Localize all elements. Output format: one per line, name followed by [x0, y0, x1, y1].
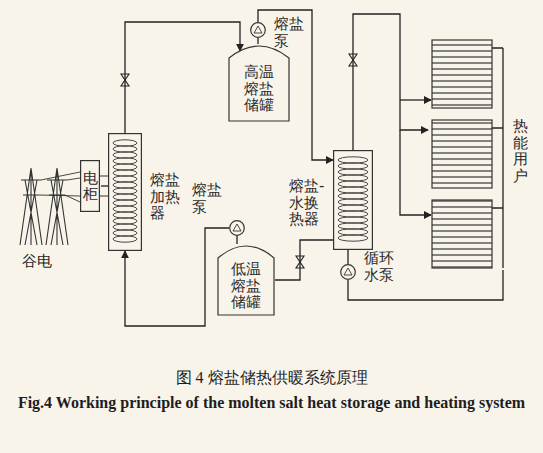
- pipe-connector: [125, 22, 240, 133]
- user-group: 热能用户: [428, 36, 506, 270]
- figure-caption-en: Fig.4 Working principle of the molten sa…: [12, 392, 531, 414]
- coil-outline: [108, 133, 142, 251]
- equipment-label: 熔盐泵: [274, 16, 304, 49]
- equipment-name: 电柜: [83, 170, 98, 203]
- equipment-label: 循环水泵: [364, 250, 394, 283]
- pump-node: 循环水泵: [340, 264, 356, 280]
- equipment-label: 热能用户: [513, 118, 528, 184]
- power-wire: [100, 176, 108, 196]
- pump-outline: [229, 220, 245, 236]
- equipment-box: 电柜: [80, 160, 101, 212]
- pipe-connector: [353, 14, 428, 150]
- pipe-connector: [101, 185, 108, 186]
- pipe-connector: [347, 250, 348, 264]
- equipment-name: 高温熔盐储罐: [244, 64, 274, 114]
- pump-outline: [340, 264, 356, 280]
- tank-node: 高温熔盐储罐: [228, 44, 290, 122]
- pipe-connector: [236, 236, 237, 244]
- power-pylons: [20, 168, 80, 245]
- source-label: 谷电: [22, 250, 52, 272]
- equipment-label: 熔盐加热器: [150, 172, 180, 222]
- water-branches: [400, 48, 503, 268]
- equipment-name: 低温熔盐储罐: [231, 261, 261, 311]
- pipe-connector: [257, 38, 258, 44]
- equipment-label: 熔盐-水换热器: [289, 178, 328, 228]
- coil-outline: [333, 150, 373, 250]
- pump-node: 熔盐泵: [229, 220, 245, 236]
- pipe-connector: [275, 240, 333, 280]
- pump-node: 熔盐泵: [250, 22, 266, 38]
- figure-caption: 图 4 熔盐储热供暖系统原理: [0, 367, 543, 389]
- heat-radiators: [432, 40, 492, 268]
- tank-node: 低温熔盐储罐: [217, 244, 275, 316]
- equipment-box: 熔盐加热器: [108, 133, 142, 251]
- equipment-box: 熔盐-水换热器: [333, 150, 373, 250]
- equipment-label: 熔盐泵: [192, 182, 222, 215]
- pump-outline: [250, 22, 266, 38]
